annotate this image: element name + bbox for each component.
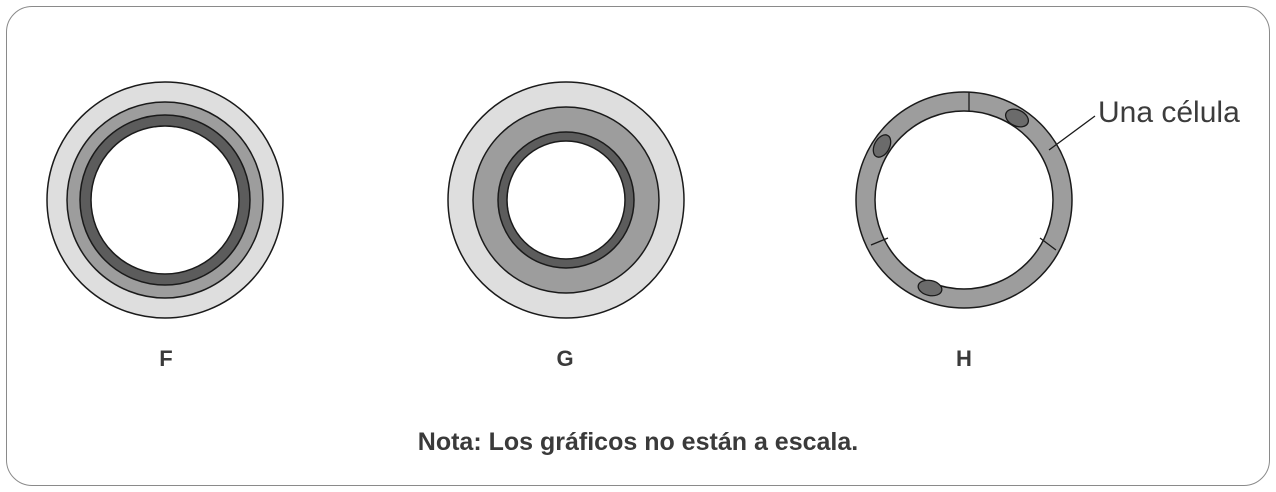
cell-nucleus (917, 279, 943, 297)
cell-nucleus (872, 134, 892, 158)
figure-h-lumen (874, 110, 1054, 290)
figure-f-label: F (159, 346, 173, 371)
figure-g (447, 81, 685, 319)
figure-f-lumen (90, 125, 240, 275)
cell-boundary (1039, 237, 1057, 251)
figure-g-label: G (556, 346, 574, 371)
figure-f (46, 81, 284, 319)
cell-callout-label: Una célula (1098, 96, 1240, 129)
cell-boundary (870, 237, 889, 246)
callout-leader-line (1048, 115, 1096, 151)
figure-h-label: H (956, 346, 972, 371)
scale-note: Nota: Los gráficos no están a escala. (417, 428, 859, 456)
figure-g-lumen (506, 140, 626, 260)
figure-h (855, 91, 1096, 309)
cell-nucleus (1004, 108, 1030, 128)
